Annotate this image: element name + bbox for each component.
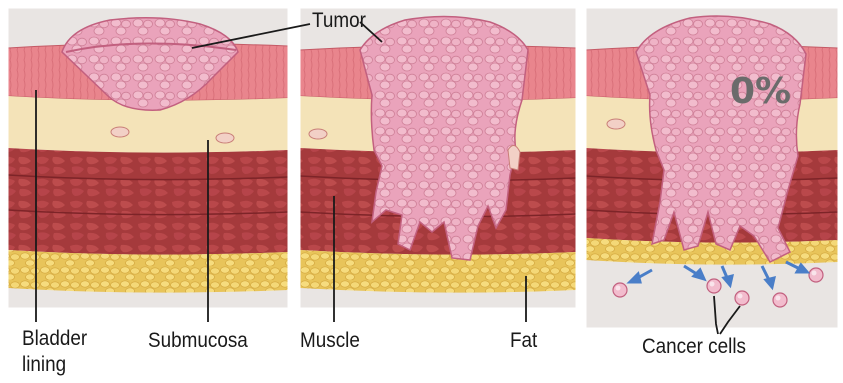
panel-1 (8, 8, 288, 308)
panel-2 (300, 8, 576, 308)
tumor-label: Tumor (312, 10, 366, 32)
percent-overlay: 0% (730, 72, 791, 112)
cancer-cells-label: Cancer cells (642, 336, 746, 358)
submucosa-label: Submucosa (148, 330, 248, 352)
muscle-label: Muscle (300, 330, 360, 352)
fat-label: Fat (510, 330, 537, 352)
bladder-lining-label-line1: Bladder (22, 328, 87, 350)
panel-3 (586, 8, 838, 328)
bladder-lining-label-line2: lining (22, 354, 66, 376)
